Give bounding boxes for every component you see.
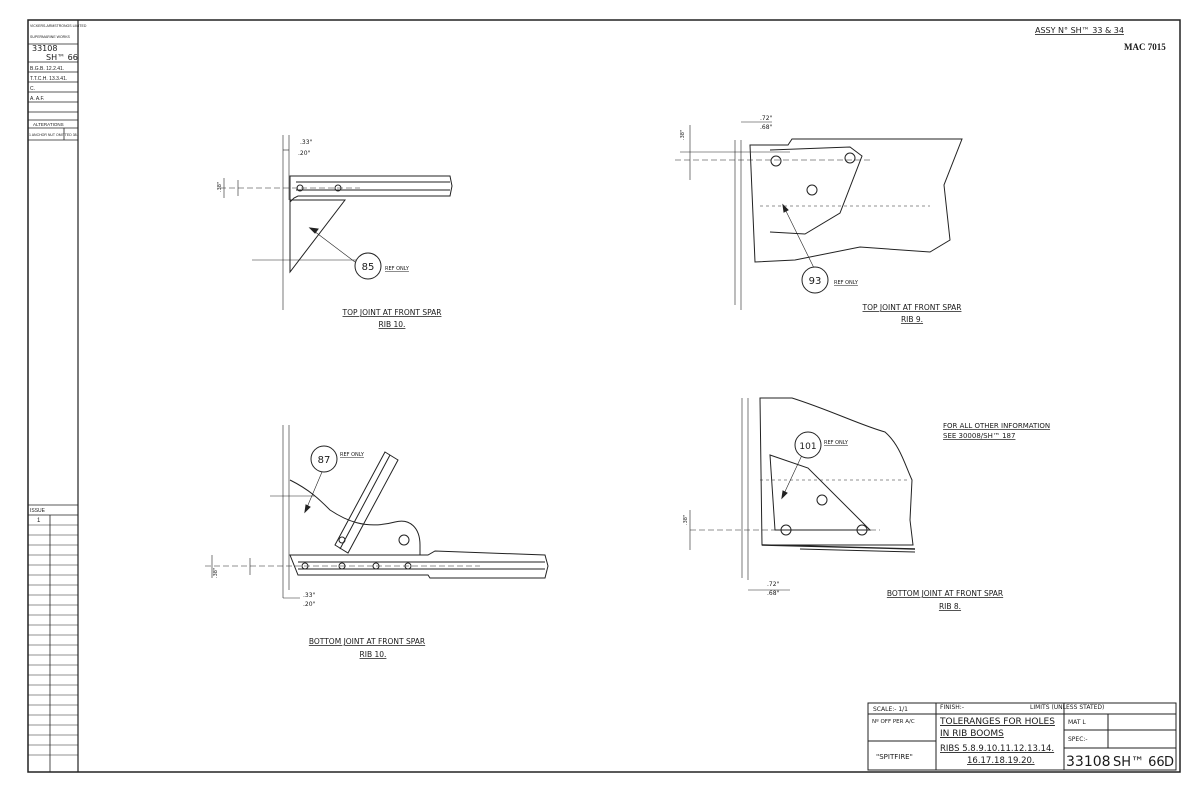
balloon-101-label: 101 (799, 442, 816, 452)
issue-label: ISSUE (30, 508, 46, 514)
view-title-bottom-rib8: BOTTOM JOINT AT FRONT SPAR (887, 589, 1003, 598)
tb-title-1: TOLERANGES FOR HOLES (939, 717, 1055, 727)
tb-spec: SPEC:- (1068, 736, 1088, 743)
row-b: B.G.B. 12.2.41. (30, 66, 64, 72)
dim-rib10-bot-c: .38" (213, 568, 219, 578)
tb-ribs-2: 16.17.18.19.20. (967, 756, 1035, 766)
balloon-85 (354, 252, 382, 280)
balloon-87-note: REF ONLY (340, 452, 365, 458)
maker-label: VICKERS-ARMSTRONGS LIMITED (30, 24, 87, 28)
view-top-rib10 (220, 135, 453, 310)
tb-revision: D (1164, 755, 1174, 770)
balloon-85-label: 85 (362, 262, 375, 273)
tb-material: MAT L (1068, 719, 1086, 726)
dim-rib9-c: .38" (680, 130, 686, 140)
view-title-bottom-rib10: BOTTOM JOINT AT FRONT SPAR (309, 637, 425, 646)
dim-rib9-a: .72" (760, 115, 773, 122)
view-bottom-rib8 (689, 397, 916, 591)
alterations-label: ALTERATIONS (33, 122, 64, 127)
row-t: T.T.C.H. 13.3.41. (30, 76, 67, 82)
view-title-top-rib9: TOP JOINT AT FRONT SPAR (862, 303, 962, 312)
dim-rib9-b: .68" (760, 124, 773, 131)
tb-no-off: Nº OFF PER A/C (872, 718, 915, 725)
dim-rib8-c: .38" (683, 515, 689, 525)
balloon-93 (801, 266, 829, 294)
tb-title-2: IN RIB BOOMS (940, 729, 1004, 739)
view-subtitle-bottom-rib10: RIB 10. (360, 650, 387, 659)
view-subtitle-bottom-rib8: RIB 8. (939, 602, 961, 611)
side-sheet-number: SH™ 66 (46, 53, 78, 62)
side-strip (28, 43, 78, 772)
outer-border (27, 19, 1181, 773)
tb-finish: FINISH:- (940, 704, 964, 711)
assy-reference: ASSY N° SH™ 33 & 34 (1035, 26, 1124, 35)
dim-rib8-b: .68" (767, 590, 780, 597)
balloon-87-label: 87 (318, 455, 331, 466)
note-line-1: FOR ALL OTHER INFORMATION (943, 422, 1050, 430)
balloon-87 (310, 445, 338, 473)
issue-1: 1 (37, 518, 41, 524)
balloon-85-note: REF ONLY (385, 266, 410, 272)
note-line-2: SEE 30008/SH™ 187 (943, 432, 1015, 440)
balloon-101-note: REF ONLY (824, 440, 849, 446)
works-label: SUPERMARINE WORKS (30, 35, 71, 39)
title-block (867, 702, 1177, 771)
dim-rib10-top-c: .38" (217, 182, 223, 192)
row-c: C. (30, 86, 35, 92)
issue-grid (28, 524, 78, 756)
view-top-rib9 (675, 121, 963, 310)
tb-project: "SPITFIRE" (876, 753, 913, 761)
balloon-93-label: 93 (809, 276, 822, 287)
balloon-101 (794, 431, 822, 459)
alteration-1: 1 ANCHOR NUT OMITTED 38. (29, 133, 78, 137)
dim-rib8-a: .72" (767, 581, 780, 588)
view-subtitle-top-rib10: RIB 10. (379, 320, 406, 329)
dim-rib10-bot-a: .33" (303, 592, 316, 599)
tb-drawing-number: 33108 (1066, 754, 1111, 770)
dim-rib10-top-b: .20" (298, 150, 311, 157)
dim-rib10-top-a: .33" (300, 139, 313, 146)
view-title-top-rib10: TOP JOINT AT FRONT SPAR (342, 308, 442, 317)
mac-reference: MAC 7015 (1124, 42, 1166, 52)
tb-scale: SCALE:- 1/1 (873, 706, 908, 713)
dim-rib10-bot-b: .20" (303, 601, 316, 608)
tb-ribs-1: RIBS 5.8.9.10.11.12.13.14. (940, 744, 1054, 754)
view-bottom-rib10 (205, 425, 549, 599)
balloon-93-note: REF ONLY (834, 280, 859, 286)
tb-sheet-number: SH™ 66 (1113, 755, 1165, 770)
view-subtitle-top-rib9: RIB 9. (901, 315, 923, 324)
row-a: A. A.F. (30, 96, 44, 102)
tb-limits: LIMITS (UNLESS STATED) (1030, 704, 1104, 711)
side-drawing-number: 33108 (32, 44, 57, 53)
